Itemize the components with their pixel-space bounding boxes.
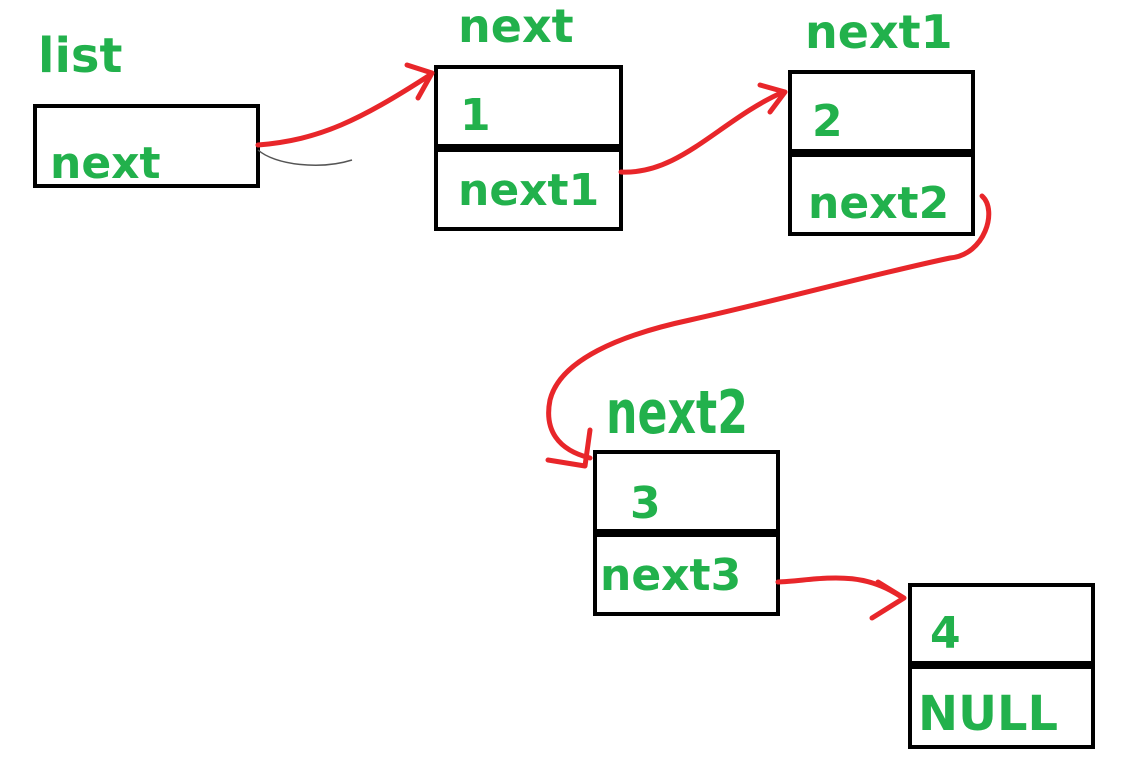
arrowhead-node1-to-node2: [757, 82, 788, 115]
list-box: [33, 104, 260, 188]
arrowhead-list-to-node1: [404, 62, 435, 101]
list-field: next: [50, 138, 161, 189]
node-4-value: 4: [930, 608, 961, 659]
node-3-pointer: next3: [600, 550, 741, 601]
node-2-pointer: next2: [808, 178, 949, 229]
list-title: list: [38, 28, 122, 84]
node-1-pointer: next1: [458, 165, 599, 216]
node-4-pointer: NULL: [918, 686, 1058, 742]
node-2-title: next1: [805, 5, 953, 59]
arrowhead-node2-to-node3: [545, 427, 593, 469]
node-3-value: 3: [630, 478, 661, 529]
scratch-mark: [257, 149, 353, 166]
arrow-node2-to-node3: [546, 193, 992, 461]
node-3-title: next2: [606, 378, 748, 448]
node-1-value: 1: [460, 90, 491, 141]
node-1-title: next: [458, 0, 574, 53]
node-2-value: 2: [812, 96, 843, 147]
arrow-list-to-node1: [255, 72, 433, 148]
arrow-node1-to-node2: [618, 89, 786, 175]
arrowhead-node3-to-node4: [869, 579, 907, 621]
